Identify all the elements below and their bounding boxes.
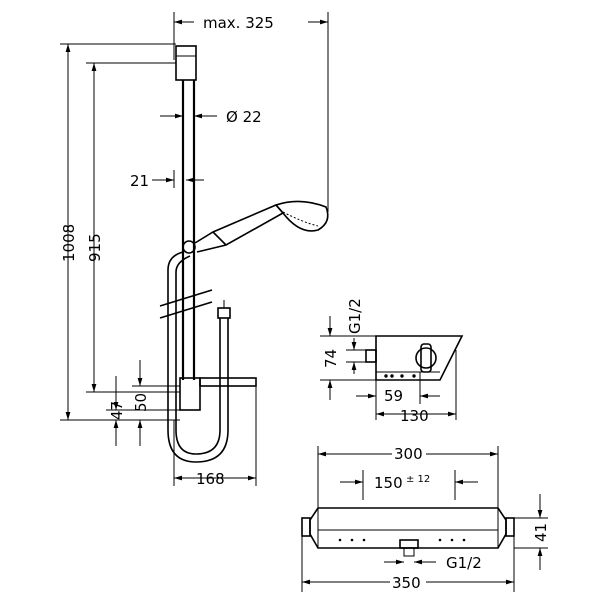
- rail-height-label: 915: [86, 233, 104, 262]
- side-connection-label: G1/2: [346, 298, 364, 334]
- side-inner-depth-label: 59: [384, 387, 403, 405]
- front-height-label: 41: [532, 523, 550, 542]
- front-width-label: 300: [394, 445, 423, 463]
- overall-width-label: 350: [392, 574, 421, 592]
- thermostat-side-view: G1/2 74 59 130: [320, 298, 464, 425]
- hose-width-label: 168: [196, 470, 225, 488]
- rail-diameter-label: Ø 22: [226, 108, 262, 126]
- side-height-label: 74: [322, 349, 340, 368]
- wall-offset-label: 21: [130, 172, 149, 190]
- front-connection-label: G1/2: [446, 554, 482, 572]
- bracket-height-label: 50: [132, 393, 150, 412]
- max-width-label: max. 325: [203, 14, 274, 32]
- lower-offset-label: 47: [108, 401, 126, 420]
- top-wall-bracket: [175, 45, 197, 81]
- shower-rail-set: max. 325 Ø 22 21: [60, 12, 329, 488]
- lower-bracket: [179, 377, 201, 411]
- hand-shower: [182, 200, 329, 254]
- thermostat-front-view: 300 150 ± 12 G1/2 41: [301, 444, 550, 592]
- total-height-label: 1008: [60, 224, 78, 262]
- center-distance-label: 150: [374, 474, 403, 492]
- side-total-depth-label: 130: [400, 407, 429, 425]
- shelf: [199, 377, 257, 387]
- center-tolerance-label: ± 12: [406, 474, 430, 485]
